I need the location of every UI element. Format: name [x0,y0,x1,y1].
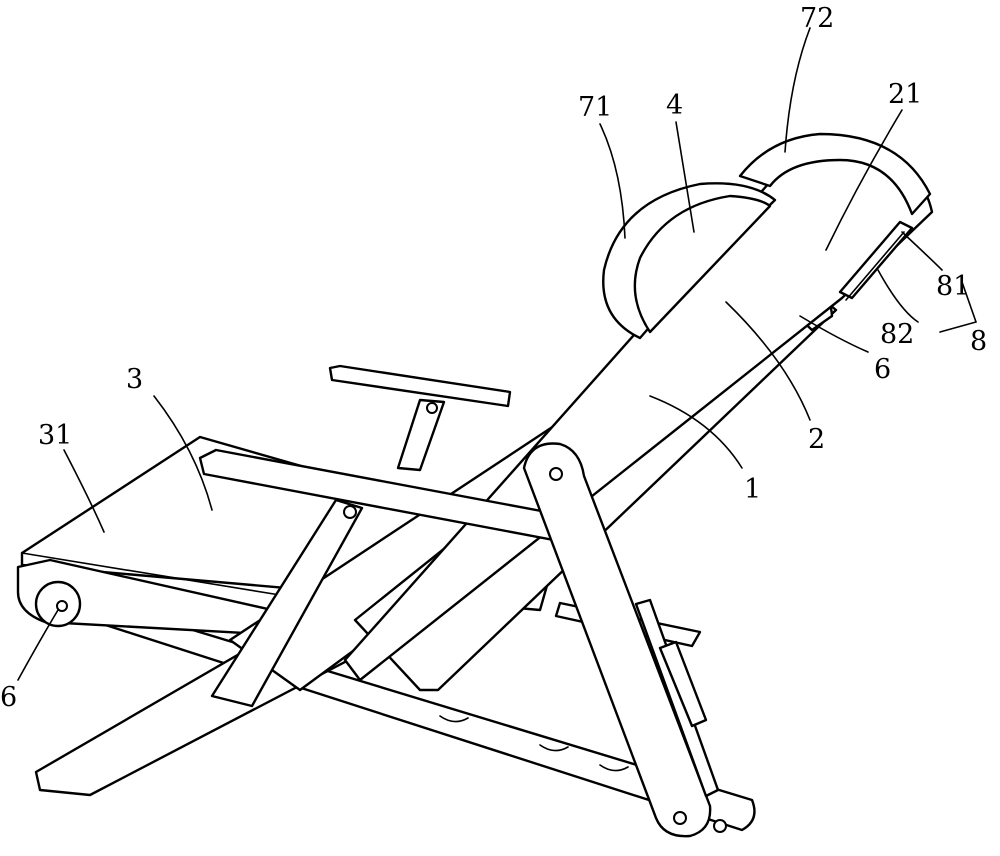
leader-6-left [17,609,59,681]
side-plate [838,220,914,300]
front-leg-right [522,442,712,838]
side-plate-inner-line [845,231,905,301]
massage-roller-inner [633,194,772,334]
callout-6-right: 6 [874,354,891,385]
armrest-rear-support [396,398,446,472]
leader-21 [825,109,903,251]
callout-3: 3 [126,364,143,395]
leader-3 [153,395,213,511]
leader-8 [939,281,978,333]
leader-1 [649,395,743,469]
leader-4 [675,121,695,233]
lower-rail [26,580,756,832]
callout-4: 4 [666,90,683,121]
seat-front-edge [21,552,281,596]
leader-31 [63,449,105,533]
cross-leg-front [210,498,364,708]
callout-21: 21 [888,79,922,110]
callout-1: 1 [744,474,761,505]
front-leg-bottom-pivot [673,811,687,825]
leader-71 [599,123,626,239]
pivot-hole-left [56,600,68,612]
rail-end-pivot [713,819,727,833]
callout-8: 8 [970,326,987,357]
leader-81 [901,231,943,271]
adjustment-rod [634,598,720,798]
adjustment-rod-sleeve [658,640,708,728]
front-leg-top-pivot [549,467,563,481]
callout-2: 2 [808,424,825,455]
leader-82 [877,269,919,323]
callout-6-left: 6 [0,682,17,713]
callout-82: 82 [880,319,914,350]
lower-rail-notches [439,715,629,772]
armrest-back [328,364,512,408]
leader-72 [784,27,811,153]
armrest-rear-pivot [426,402,438,414]
callout-72: 72 [800,3,834,34]
cross-leg-pivot [343,505,357,519]
callout-31: 31 [38,420,72,451]
leader-6-right [799,315,869,353]
leader-2 [725,301,811,421]
callout-71: 71 [578,92,612,123]
top-roller [738,132,932,216]
callout-81: 81 [936,271,970,302]
